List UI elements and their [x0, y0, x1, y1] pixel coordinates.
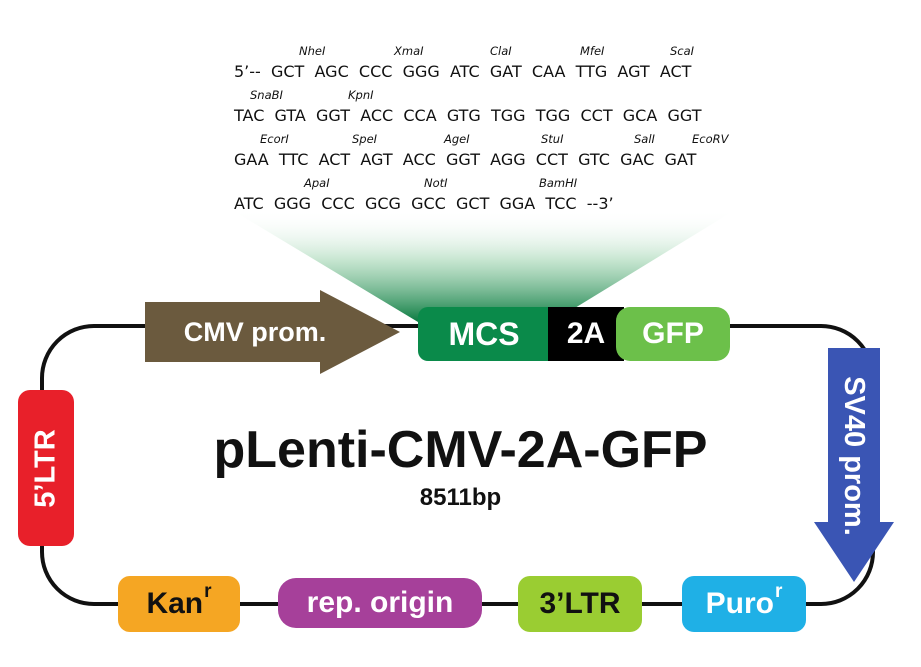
enzyme-label: KpnI: [348, 88, 374, 102]
enzyme-label: XmaI: [394, 44, 424, 58]
cmv-prom-label: CMV prom.: [183, 316, 327, 347]
enzyme-label: BamHI: [539, 176, 578, 190]
kan-label: Kan: [146, 587, 204, 620]
puro-superscript: r: [774, 581, 783, 602]
kan-superscript: r: [204, 581, 212, 602]
puro-label: Puro: [705, 587, 774, 620]
enzyme-label: EcorI: [260, 132, 289, 146]
plasmid-size: 8511bp: [419, 484, 502, 511]
gfp-box: GFP: [616, 307, 730, 361]
enzyme-label: SnaBI: [250, 88, 283, 102]
enzyme-label: SpeI: [352, 132, 378, 146]
sequence-row-2: TAC GTA GGT ACC CCA GTG TGG TGG CCT GCA …: [234, 106, 702, 125]
sequence-row-3: GAA TTC ACT AGT ACC GGT AGG CCT GTC GAC …: [234, 150, 697, 169]
enzyme-label: NotI: [424, 176, 448, 190]
three-ltr-box: 3’LTR: [518, 576, 642, 632]
sequence-row-1: 5’-- GCT AGC CCC GGG ATC GAT CAA TTG AGT…: [234, 62, 692, 81]
five-ltr-box: 5’LTR: [18, 390, 74, 546]
cmv-prom-arrow: [145, 290, 400, 374]
mcs-expansion-fan: [232, 210, 735, 322]
enzyme-label: NheI: [299, 44, 326, 58]
sv40-prom-arrow: [814, 348, 894, 582]
enzyme-label: MfeI: [580, 44, 605, 58]
enzyme-label: ApaI: [304, 176, 330, 190]
enzyme-label: ClaI: [490, 44, 512, 58]
enzyme-label: AgeI: [444, 132, 470, 146]
plasmid-name: pLenti-CMV-2A-GFP: [213, 421, 708, 479]
mcs-box: MCS: [418, 307, 550, 361]
enzyme-label: StuI: [541, 132, 564, 146]
enzyme-label: SalI: [634, 132, 655, 146]
sequence-row-4: ATC GGG CCC GCG GCC GCT GGA TCC --3’: [234, 194, 614, 213]
enzyme-label: EcoRV: [692, 132, 729, 146]
enzyme-label: ScaI: [670, 44, 695, 58]
two-a-box: 2A: [548, 307, 624, 361]
rep-origin-box: rep. origin: [278, 578, 482, 628]
